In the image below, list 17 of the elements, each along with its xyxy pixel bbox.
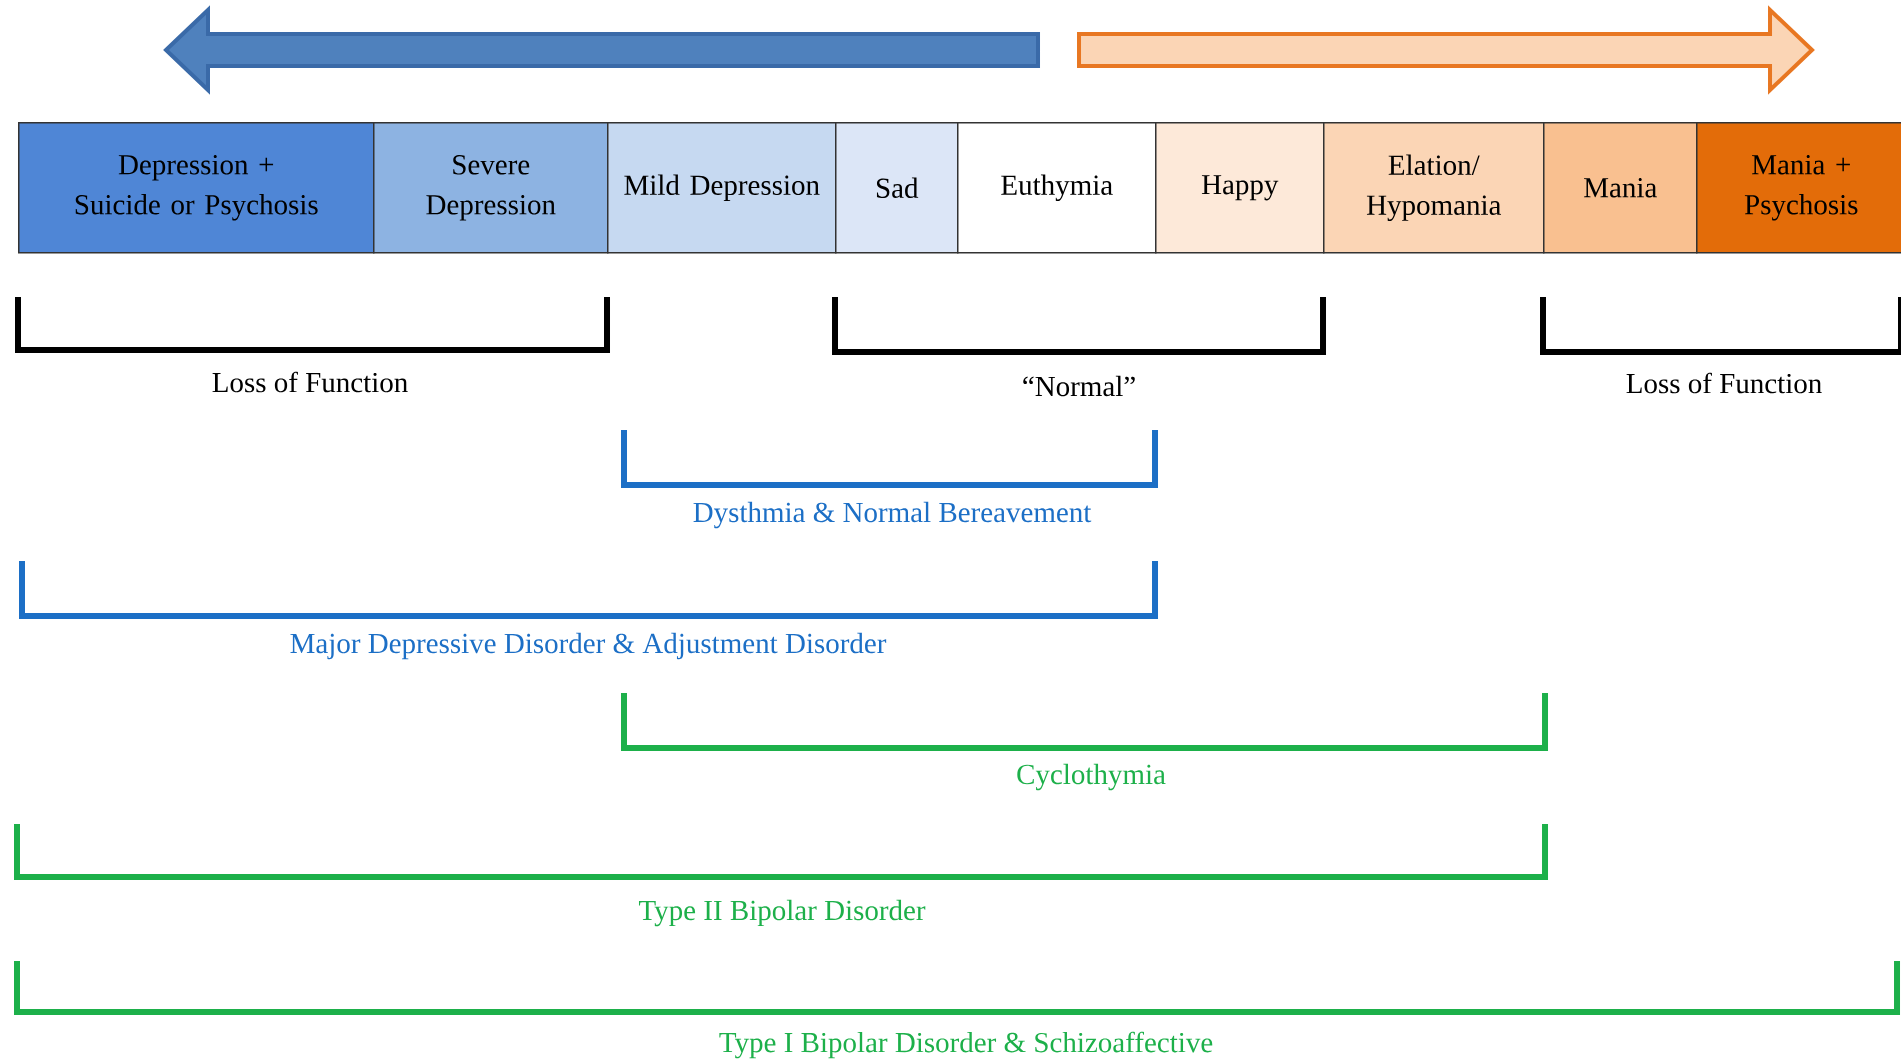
bracket-label: Type II Bipolar Disorder bbox=[639, 899, 926, 927]
scale-cell: Happy bbox=[1155, 122, 1325, 254]
bracket-label: “Normal” bbox=[1023, 375, 1135, 397]
scale-cell: Sad bbox=[835, 122, 959, 254]
bracket-label: Loss of Function bbox=[212, 371, 408, 393]
scale-cell: Mania + Psychosis bbox=[1696, 122, 1901, 254]
scale-cell: Severe Depression bbox=[373, 122, 609, 254]
bracket-label: Major Depressive Disorder & Adjustment Disorder bbox=[290, 632, 887, 660]
bracket-label: Cyclothymia bbox=[1017, 763, 1166, 791]
bracket-label: Dysthmia & Normal Bereavement bbox=[693, 501, 1092, 529]
scale-cell: Mild Depression bbox=[607, 122, 837, 254]
scale-cell: Euthymia bbox=[957, 122, 1157, 254]
scale-cell: Depression + Suicide or Psychosis bbox=[18, 122, 375, 254]
bracket-label: Type I Bipolar Disorder & Schizoaffective bbox=[719, 1031, 1213, 1059]
scale-cell: Mania bbox=[1543, 122, 1698, 254]
bracket-label: Loss of Function bbox=[1626, 372, 1822, 394]
scale-cell: Elation/ Hypomania bbox=[1323, 122, 1545, 254]
